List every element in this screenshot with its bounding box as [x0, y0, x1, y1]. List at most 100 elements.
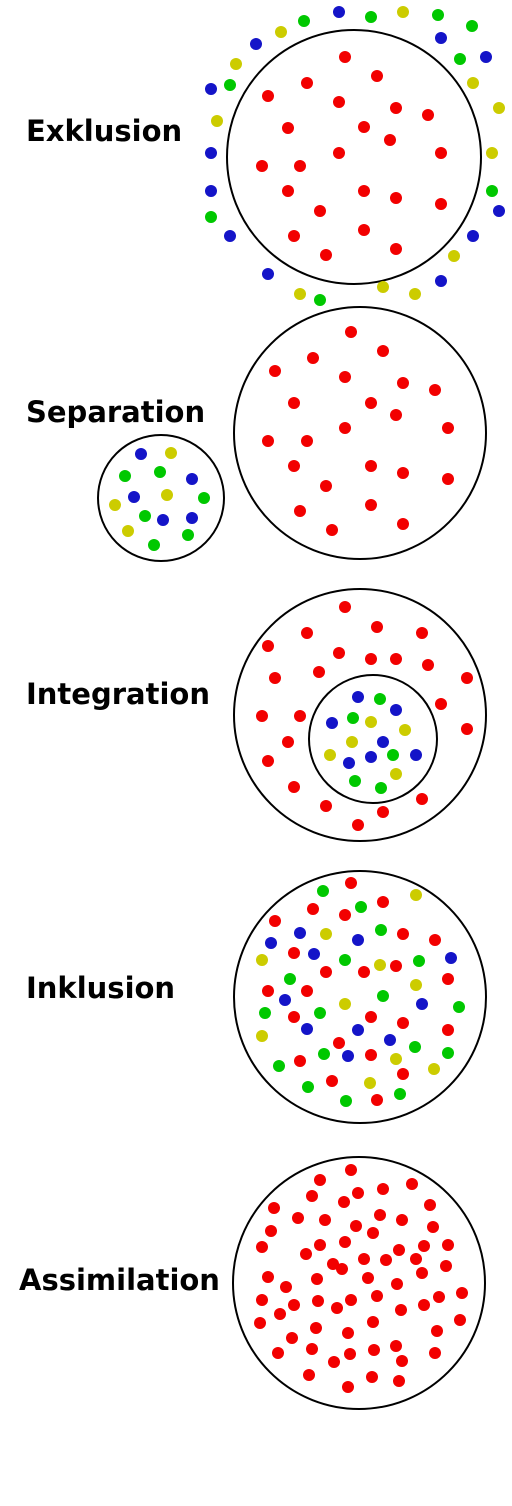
- red-dot: [344, 1348, 356, 1360]
- red-dot: [288, 781, 300, 793]
- red-dot: [342, 1327, 354, 1339]
- panel-inklusion: Inklusion: [26, 870, 487, 1124]
- red-dot: [380, 1254, 392, 1266]
- red-dot: [307, 352, 319, 364]
- red-dot: [424, 1199, 436, 1211]
- yellow-dot: [390, 768, 402, 780]
- red-dot: [390, 102, 402, 114]
- yellow-dot: [161, 489, 173, 501]
- blue-dot: [333, 6, 345, 18]
- yellow-dot: [256, 954, 268, 966]
- green-dot: [182, 529, 194, 541]
- blue-dot: [352, 1024, 364, 1036]
- red-dot: [262, 1271, 274, 1283]
- green-dot: [454, 53, 466, 65]
- yellow-dot: [397, 6, 409, 18]
- red-dot: [336, 1263, 348, 1275]
- red-dot: [374, 1209, 386, 1221]
- red-dot: [345, 1294, 357, 1306]
- yellow-dot: [374, 959, 386, 971]
- red-dot: [294, 710, 306, 722]
- yellow-dot: [364, 1077, 376, 1089]
- green-dot: [119, 470, 131, 482]
- red-dot: [320, 249, 332, 261]
- red-dot: [365, 1011, 377, 1023]
- red-dot: [333, 96, 345, 108]
- blue-dot: [365, 751, 377, 763]
- red-dot: [393, 1244, 405, 1256]
- green-dot: [466, 20, 478, 32]
- green-dot: [347, 712, 359, 724]
- green-dot: [317, 885, 329, 897]
- green-dot: [394, 1088, 406, 1100]
- red-dot: [433, 1291, 445, 1303]
- blue-dot: [205, 185, 217, 197]
- red-dot: [282, 122, 294, 134]
- red-dot: [342, 1381, 354, 1393]
- red-dot: [320, 800, 332, 812]
- red-dot: [282, 185, 294, 197]
- red-dot: [345, 326, 357, 338]
- blue-dot: [377, 736, 389, 748]
- red-dot: [301, 985, 313, 997]
- red-dot: [377, 345, 389, 357]
- blue-dot: [186, 473, 198, 485]
- label-exklusion: Exklusion: [26, 114, 182, 148]
- red-dot: [311, 1273, 323, 1285]
- red-dot: [326, 1075, 338, 1087]
- red-dot: [306, 1343, 318, 1355]
- red-dot: [396, 1355, 408, 1367]
- red-dot: [371, 1290, 383, 1302]
- red-dot: [274, 1308, 286, 1320]
- green-dot: [314, 1007, 326, 1019]
- red-dot: [294, 505, 306, 517]
- red-dot: [422, 109, 434, 121]
- red-dot: [310, 1322, 322, 1334]
- yellow-dot: [410, 979, 422, 991]
- red-dot: [422, 659, 434, 671]
- red-dot: [326, 524, 338, 536]
- red-dot: [371, 70, 383, 82]
- blue-dot: [128, 491, 140, 503]
- label-integration: Integration: [26, 677, 210, 711]
- red-dot: [397, 1068, 409, 1080]
- red-dot: [365, 397, 377, 409]
- red-dot: [377, 1183, 389, 1195]
- dots-assimilation: [254, 1164, 468, 1393]
- red-dot: [306, 1190, 318, 1202]
- blue-dot: [301, 1023, 313, 1035]
- red-dot: [454, 1314, 466, 1326]
- red-dot: [262, 640, 274, 652]
- red-dot: [377, 896, 389, 908]
- red-dot: [362, 1272, 374, 1284]
- panel-separation: Separation: [26, 306, 487, 562]
- blue-dot: [135, 448, 147, 460]
- red-dot: [365, 1049, 377, 1061]
- green-dot: [224, 79, 236, 91]
- red-dot: [256, 710, 268, 722]
- blue-dot: [205, 83, 217, 95]
- dots-integration: [256, 601, 473, 831]
- red-dot: [397, 518, 409, 530]
- red-dot: [314, 205, 326, 217]
- red-dot: [377, 806, 389, 818]
- dots-inklusion: [256, 877, 465, 1107]
- red-dot: [429, 934, 441, 946]
- yellow-dot: [346, 736, 358, 748]
- green-dot: [365, 11, 377, 23]
- red-dot: [262, 90, 274, 102]
- red-dot: [262, 985, 274, 997]
- red-dot: [262, 435, 274, 447]
- green-dot: [413, 955, 425, 967]
- red-dot: [256, 1294, 268, 1306]
- red-dot: [256, 1241, 268, 1253]
- red-dot: [456, 1287, 468, 1299]
- blue-dot: [294, 927, 306, 939]
- red-dot: [390, 409, 402, 421]
- red-dot: [345, 877, 357, 889]
- green-dot: [409, 1041, 421, 1053]
- red-dot: [312, 1295, 324, 1307]
- red-dot: [461, 672, 473, 684]
- red-dot: [418, 1299, 430, 1311]
- red-dot: [333, 1037, 345, 1049]
